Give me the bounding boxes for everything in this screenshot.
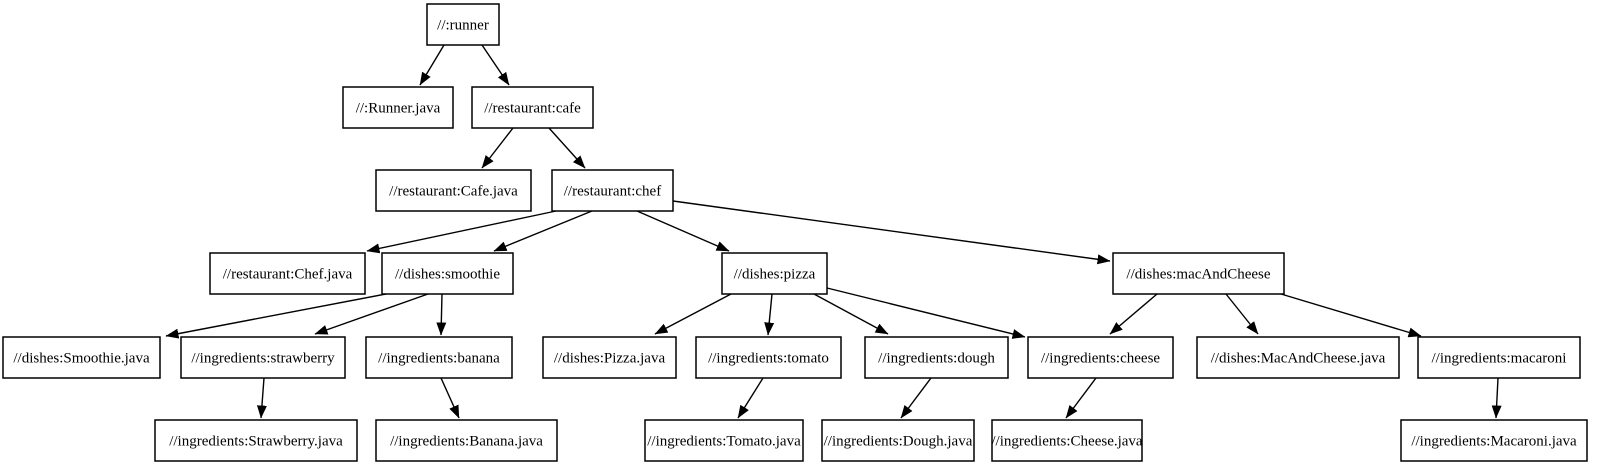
node-label-cafe: //restaurant:cafe bbox=[484, 101, 581, 117]
node-label-cheese: //ingredients:cheese bbox=[1041, 351, 1160, 367]
node-runner-java: //:Runner.java bbox=[342, 86, 454, 129]
node-box-banana bbox=[365, 336, 513, 379]
node-tomato: //ingredients:tomato bbox=[695, 336, 842, 379]
edge-chef-to-smoothie bbox=[493, 210, 593, 252]
node-box-pizza bbox=[721, 252, 828, 295]
node-box-mac-and-cheese-java bbox=[1196, 336, 1400, 379]
node-box-tomato-java bbox=[644, 419, 804, 462]
edge-smoothie-to-smoothie-java bbox=[165, 293, 387, 339]
edge-cheese-to-cheese-java bbox=[1065, 377, 1097, 419]
edge-runner-to-cafe bbox=[481, 44, 510, 86]
node-box-dough bbox=[864, 336, 1009, 379]
node-cafe-java: //restaurant:Cafe.java bbox=[375, 169, 532, 212]
edge-smoothie-to-strawberry bbox=[314, 293, 429, 335]
node-mac-and-cheese-java: //dishes:MacAndCheese.java bbox=[1196, 336, 1400, 379]
node-label-cafe-java: //restaurant:Cafe.java bbox=[389, 184, 518, 200]
node-pizza-java: //dishes:Pizza.java bbox=[542, 336, 677, 379]
node-label-banana: //ingredients:banana bbox=[378, 351, 500, 367]
node-box-dough-java bbox=[821, 419, 975, 462]
node-box-smoothie bbox=[381, 252, 514, 295]
node-box-cheese bbox=[1027, 336, 1174, 379]
node-strawberry-java: //ingredients:Strawberry.java bbox=[154, 419, 358, 462]
node-label-pizza-java: //dishes:Pizza.java bbox=[554, 351, 666, 367]
node-label-pizza: //dishes:pizza bbox=[734, 267, 816, 283]
node-box-macaroni-java bbox=[1400, 419, 1588, 462]
node-box-strawberry bbox=[180, 336, 346, 379]
node-cheese: //ingredients:cheese bbox=[1027, 336, 1174, 379]
node-box-pizza-java bbox=[542, 336, 677, 379]
node-runner: //:runner bbox=[426, 3, 500, 46]
edge-pizza-to-tomato bbox=[764, 293, 775, 336]
node-label-smoothie-java: //dishes:Smoothie.java bbox=[13, 351, 150, 367]
node-cheese-java: //ingredients:Cheese.java bbox=[991, 419, 1143, 462]
node-label-macaroni: //ingredients:macaroni bbox=[1432, 351, 1567, 367]
node-box-chef-java bbox=[209, 252, 366, 295]
node-pizza: //dishes:pizza bbox=[721, 252, 828, 295]
node-box-runner-java bbox=[342, 86, 454, 129]
node-box-mac-and-cheese bbox=[1112, 252, 1285, 295]
edge-smoothie-to-banana bbox=[436, 293, 447, 336]
edge-mac-and-cheese-to-cheese bbox=[1109, 293, 1158, 335]
edge-banana-to-banana-java bbox=[440, 377, 460, 419]
node-strawberry: //ingredients:strawberry bbox=[180, 336, 346, 379]
node-chef-java: //restaurant:Chef.java bbox=[209, 252, 366, 295]
node-dough: //ingredients:dough bbox=[864, 336, 1009, 379]
node-box-tomato bbox=[695, 336, 842, 379]
node-banana-java: //ingredients:Banana.java bbox=[375, 419, 558, 462]
node-cafe: //restaurant:cafe bbox=[471, 86, 594, 129]
node-box-cheese-java bbox=[991, 419, 1143, 462]
node-box-smoothie-java bbox=[2, 336, 161, 379]
node-label-chef-java: //restaurant:Chef.java bbox=[223, 267, 353, 283]
node-box-macaroni bbox=[1417, 336, 1581, 379]
node-label-strawberry-java: //ingredients:Strawberry.java bbox=[169, 434, 343, 450]
node-label-strawberry: //ingredients:strawberry bbox=[191, 351, 335, 367]
node-label-mac-and-cheese-java: //dishes:MacAndCheese.java bbox=[1211, 351, 1386, 367]
edge-pizza-to-cheese bbox=[826, 287, 1026, 339]
node-box-cafe-java bbox=[375, 169, 532, 212]
node-label-mac-and-cheese: //dishes:macAndCheese bbox=[1126, 267, 1270, 283]
node-label-tomato-java: //ingredients:Tomato.java bbox=[647, 434, 801, 450]
node-label-cheese-java: //ingredients:Cheese.java bbox=[991, 434, 1143, 450]
node-label-runner-java: //:Runner.java bbox=[356, 101, 441, 117]
edge-mac-and-cheese-to-macaroni bbox=[1280, 293, 1422, 338]
node-label-banana-java: //ingredients:Banana.java bbox=[390, 434, 543, 450]
node-label-chef: //restaurant:chef bbox=[564, 184, 661, 200]
edge-cafe-to-chef bbox=[548, 127, 586, 169]
node-banana: //ingredients:banana bbox=[365, 336, 513, 379]
node-macaroni: //ingredients:macaroni bbox=[1417, 336, 1581, 379]
node-label-macaroni-java: //ingredients:Macaroni.java bbox=[1411, 434, 1577, 450]
node-label-runner: //:runner bbox=[437, 18, 489, 34]
node-tomato-java: //ingredients:Tomato.java bbox=[644, 419, 804, 462]
node-label-dough: //ingredients:dough bbox=[878, 351, 995, 367]
node-box-chef bbox=[551, 169, 674, 212]
node-box-strawberry-java bbox=[154, 419, 358, 462]
node-label-smoothie: //dishes:smoothie bbox=[395, 267, 500, 283]
node-chef: //restaurant:chef bbox=[551, 169, 674, 212]
node-box-banana-java bbox=[375, 419, 558, 462]
edge-dough-to-dough-java bbox=[900, 377, 932, 419]
edge-runner-to-runner-java bbox=[419, 44, 445, 86]
node-label-dough-java: //ingredients:Dough.java bbox=[824, 434, 973, 450]
edge-tomato-to-tomato-java bbox=[737, 377, 764, 419]
node-box-runner bbox=[426, 3, 500, 46]
edge-cafe-to-cafe-java bbox=[481, 127, 514, 169]
edge-macaroni-to-macaroni-java bbox=[1491, 377, 1502, 419]
edge-chef-to-pizza bbox=[636, 210, 730, 252]
node-smoothie-java: //dishes:Smoothie.java bbox=[2, 336, 161, 379]
node-dough-java: //ingredients:Dough.java bbox=[821, 419, 975, 462]
node-smoothie: //dishes:smoothie bbox=[381, 252, 514, 295]
node-label-tomato: //ingredients:tomato bbox=[708, 351, 829, 367]
node-macaroni-java: //ingredients:Macaroni.java bbox=[1400, 419, 1588, 462]
edge-strawberry-to-strawberry-java bbox=[256, 377, 267, 419]
edge-mac-and-cheese-to-mac-and-cheese-java bbox=[1225, 293, 1259, 335]
node-mac-and-cheese: //dishes:macAndCheese bbox=[1112, 252, 1285, 295]
node-box-cafe bbox=[471, 86, 594, 129]
edge-pizza-to-pizza-java bbox=[654, 293, 732, 335]
edge-chef-to-mac-and-cheese bbox=[672, 200, 1111, 265]
edge-chef-to-chef-java bbox=[366, 210, 557, 254]
edge-pizza-to-dough bbox=[813, 293, 889, 335]
